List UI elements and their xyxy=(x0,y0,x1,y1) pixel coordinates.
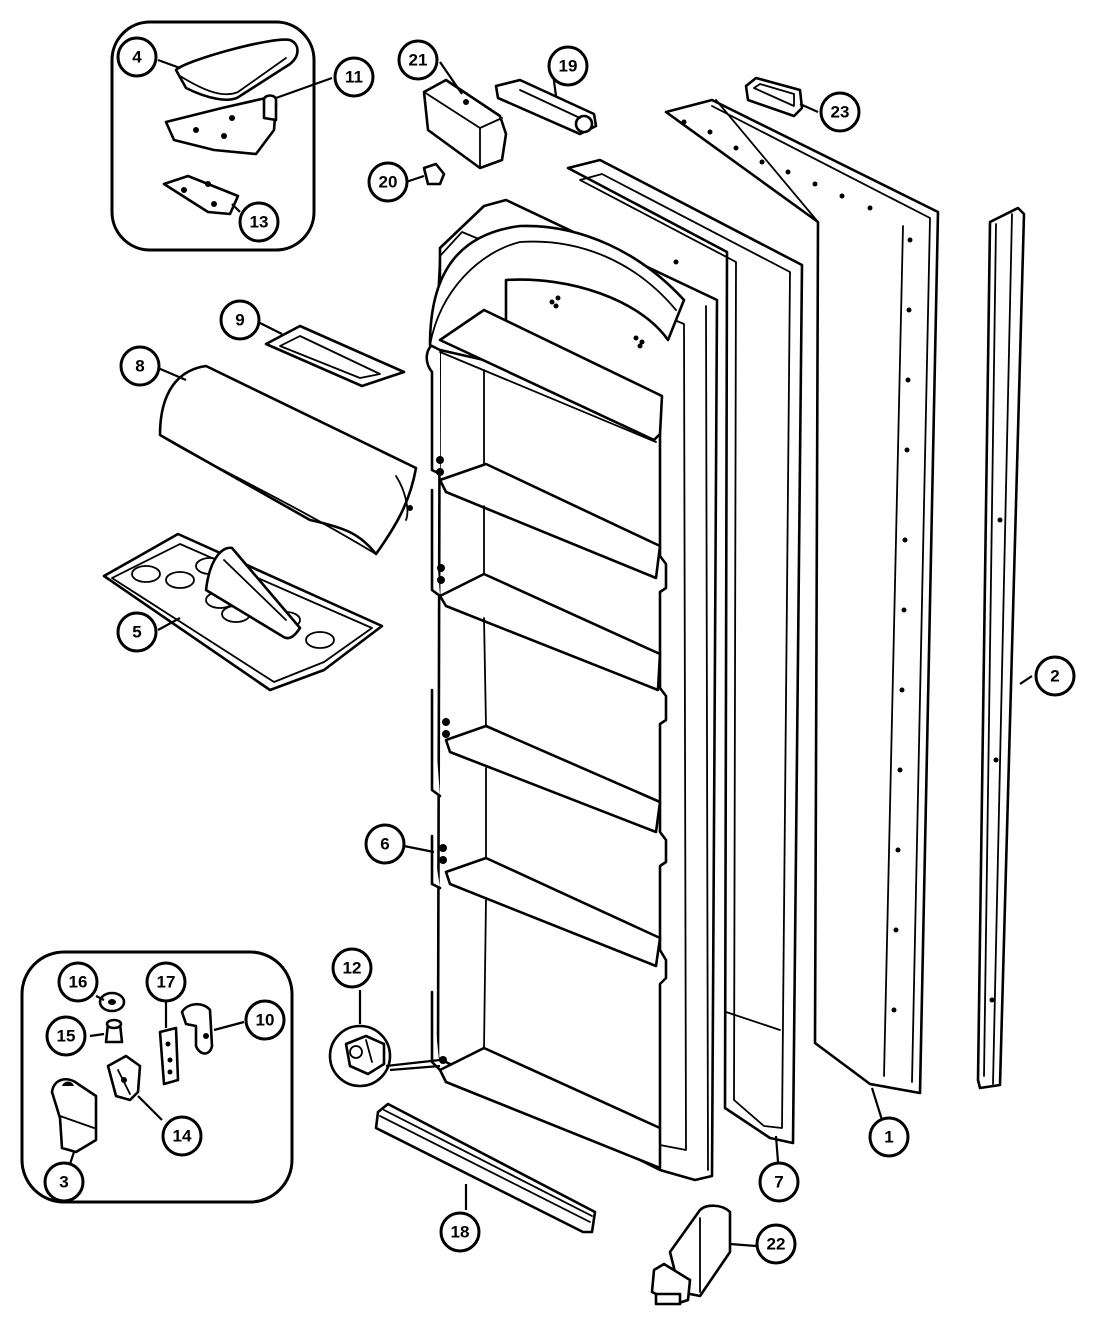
leader-lines xyxy=(68,58,1033,1248)
callout-number: 8 xyxy=(135,357,144,376)
callout-9: 9 xyxy=(219,299,261,341)
callout-circle xyxy=(364,823,406,865)
callout-number: 1 xyxy=(884,1128,893,1147)
part-small-clip xyxy=(422,162,446,186)
callout-circle xyxy=(244,999,286,1041)
part-lower-hinge-bracket xyxy=(650,1204,732,1306)
callout-11: 11 xyxy=(333,56,375,98)
callout-number: 9 xyxy=(235,311,244,330)
callout-13: 13 xyxy=(238,201,280,243)
callout-23: 23 xyxy=(819,91,861,133)
callout-circle xyxy=(145,961,187,1003)
callout-6: 6 xyxy=(364,823,406,865)
callout-number: 21 xyxy=(409,51,428,70)
callout-22: 22 xyxy=(755,1223,797,1265)
callout-number: 19 xyxy=(559,57,578,76)
callout-circle xyxy=(43,1161,85,1203)
callout-12: 12 xyxy=(331,947,373,989)
callout-circle xyxy=(119,345,161,387)
callout-circle xyxy=(1034,655,1076,697)
hinge-inset-frame-bottom xyxy=(20,950,294,1204)
callout-circle xyxy=(819,91,861,133)
callout-number: 17 xyxy=(157,973,176,992)
part-bottom-trim xyxy=(374,1102,597,1234)
callout-circle xyxy=(116,36,158,78)
part-door-closer-cam xyxy=(328,1024,392,1088)
callout-20: 20 xyxy=(367,161,409,203)
callout-number: 13 xyxy=(250,213,269,232)
callout-number: 14 xyxy=(173,1127,192,1146)
part-hinge-cover xyxy=(174,38,299,101)
callout-circle xyxy=(45,1015,87,1057)
callout-circle xyxy=(397,39,439,81)
callout-circle xyxy=(116,611,158,653)
callout-19: 19 xyxy=(547,45,589,87)
callout-number: 16 xyxy=(69,973,88,992)
hinge-inset-frame-top xyxy=(110,20,316,252)
callout-number: 5 xyxy=(132,623,141,642)
part-inner-door-liner xyxy=(425,198,719,1182)
part-door-gasket xyxy=(566,158,804,1145)
callout-number: 22 xyxy=(767,1235,786,1254)
callout-number: 12 xyxy=(343,959,362,978)
callout-3: 3 xyxy=(43,1161,85,1203)
part-outer-door-panel xyxy=(664,98,940,1095)
part-14-hinge-pin-assembly xyxy=(106,1054,142,1102)
callout-number: 10 xyxy=(256,1011,275,1030)
part-16-washer xyxy=(98,991,126,1013)
part-control-module xyxy=(422,78,508,170)
callout-circle xyxy=(238,201,280,243)
part-3-hinge-block xyxy=(50,1078,98,1154)
callout-number: 6 xyxy=(380,835,389,854)
callout-10: 10 xyxy=(244,999,286,1041)
callout-circle xyxy=(868,1116,910,1158)
callout-5: 5 xyxy=(116,611,158,653)
callout-circle xyxy=(758,1161,800,1203)
part-trim-strip xyxy=(976,206,1026,1090)
callout-number: 20 xyxy=(379,173,398,192)
callout-circle xyxy=(219,299,261,341)
part-15-bushing xyxy=(104,1018,124,1044)
part-17-plate xyxy=(158,1026,180,1086)
callout-number: 4 xyxy=(132,48,142,67)
callout-18: 18 xyxy=(439,1211,481,1253)
part-trim-cap xyxy=(744,76,804,118)
callout-circle xyxy=(439,1211,481,1253)
callout-15: 15 xyxy=(45,1015,87,1057)
callout-7: 7 xyxy=(758,1161,800,1203)
callout-16: 16 xyxy=(57,961,99,1003)
callout-circle xyxy=(331,947,373,989)
callout-number: 7 xyxy=(774,1173,783,1192)
part-hinge-shim xyxy=(162,174,240,216)
callout-2: 2 xyxy=(1034,655,1076,697)
callout-number: 3 xyxy=(59,1173,68,1192)
callout-21: 21 xyxy=(397,39,439,81)
callout-1: 1 xyxy=(868,1116,910,1158)
callout-number: 2 xyxy=(1050,667,1059,686)
part-dairy-door-label xyxy=(264,324,406,388)
callout-number: 18 xyxy=(451,1223,470,1242)
callout-14: 14 xyxy=(161,1115,203,1157)
callout-4: 4 xyxy=(116,36,158,78)
part-10-lower-hinge xyxy=(180,1002,214,1055)
callout-circle xyxy=(57,961,99,1003)
part-dairy-door xyxy=(158,364,418,556)
callout-circle xyxy=(367,161,409,203)
callout-number: 15 xyxy=(57,1027,76,1046)
callout-number: 23 xyxy=(831,103,850,122)
callout-circle xyxy=(161,1115,203,1157)
part-egg-tray xyxy=(102,532,384,692)
callout-circle xyxy=(547,45,589,87)
callout-8: 8 xyxy=(119,345,161,387)
callout-circle xyxy=(755,1223,797,1265)
part-switch-actuator xyxy=(494,78,598,136)
callout-circle xyxy=(333,56,375,98)
part-top-hinge xyxy=(164,94,278,156)
callout-number: 11 xyxy=(345,68,363,87)
callout-17: 17 xyxy=(145,961,187,1003)
